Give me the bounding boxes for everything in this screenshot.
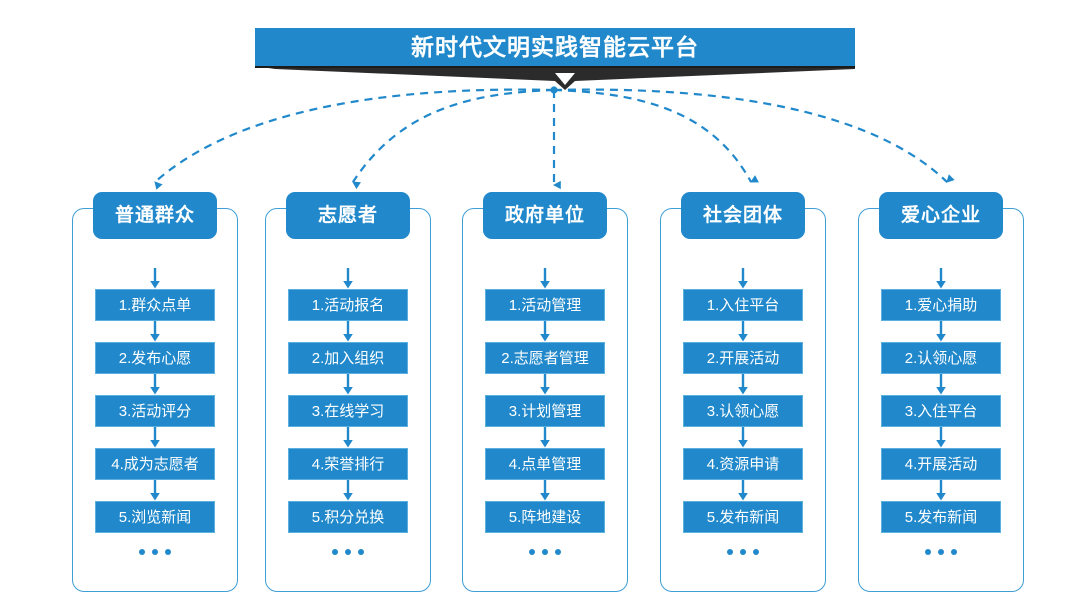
flow-item[interactable]: 4.荣誉排行 xyxy=(288,448,408,480)
dot xyxy=(753,549,759,555)
down-arrow-icon xyxy=(540,374,550,395)
down-arrow-icon xyxy=(540,321,550,342)
down-arrow-icon xyxy=(738,321,748,342)
dot xyxy=(332,549,338,555)
flow-item[interactable]: 5.阵地建设 xyxy=(485,501,605,533)
banner-ribbon-shadow xyxy=(255,66,855,90)
down-arrow-icon xyxy=(738,480,748,501)
column-group-4: 社会团体 1.入住平台 2.开展活动 3.认领心愿 4.资源申请 5.发布新闻 xyxy=(660,192,826,592)
dot xyxy=(951,549,957,555)
dot xyxy=(727,549,733,555)
flow-item[interactable]: 1.群众点单 xyxy=(95,289,215,321)
down-arrow-icon xyxy=(936,374,946,395)
flow-item[interactable]: 3.认领心愿 xyxy=(683,395,803,427)
column-header-1[interactable]: 普通群众 xyxy=(93,192,217,239)
flow-item[interactable]: 3.计划管理 xyxy=(485,395,605,427)
connector-to-col-5 xyxy=(553,88,955,183)
flow-item[interactable]: 1.活动报名 xyxy=(288,289,408,321)
down-arrow-icon xyxy=(540,427,550,448)
flow-item[interactable]: 4.资源申请 xyxy=(683,448,803,480)
column-group-2: 志愿者 1.活动报名 2.加入组织 3.在线学习 4.荣誉排行 5.积分兑换 xyxy=(265,192,431,592)
dot xyxy=(529,549,535,555)
column-group-5: 爱心企业 1.爱心捐助 2.认领心愿 3.入住平台 4.开展活动 5.发布新闻 xyxy=(858,192,1024,592)
banner-bar: 新时代文明实践智能云平台 xyxy=(255,28,855,66)
dot xyxy=(925,549,931,555)
down-arrow-icon xyxy=(936,427,946,448)
flow-item[interactable]: 1.入住平台 xyxy=(683,289,803,321)
flow-item[interactable]: 4.开展活动 xyxy=(881,448,1001,480)
more-indicator xyxy=(332,549,364,555)
column-header-4[interactable]: 社会团体 xyxy=(681,192,805,239)
down-arrow-icon xyxy=(343,480,353,501)
down-arrow-icon xyxy=(936,321,946,342)
flow-item[interactable]: 3.在线学习 xyxy=(288,395,408,427)
flow-item[interactable]: 5.发布新闻 xyxy=(683,501,803,533)
flow-item[interactable]: 1.爱心捐助 xyxy=(881,289,1001,321)
flow-item[interactable]: 2.志愿者管理 xyxy=(485,342,605,374)
dot xyxy=(139,549,145,555)
platform-banner: 新时代文明实践智能云平台 xyxy=(255,28,855,90)
down-arrow-icon xyxy=(936,480,946,501)
column-header-2[interactable]: 志愿者 xyxy=(286,192,410,239)
connector-to-col-1 xyxy=(154,88,555,190)
column-items: 1.活动管理 2.志愿者管理 3.计划管理 4.点单管理 5.阵地建设 xyxy=(462,268,628,555)
column-header-label: 普通群众 xyxy=(114,205,195,226)
column-header-5[interactable]: 爱心企业 xyxy=(879,192,1003,239)
flow-item[interactable]: 2.开展活动 xyxy=(683,342,803,374)
down-arrow-icon xyxy=(343,268,353,289)
down-arrow-icon xyxy=(150,427,160,448)
column-header-label: 志愿者 xyxy=(317,205,378,226)
column-items: 1.爱心捐助 2.认领心愿 3.入住平台 4.开展活动 5.发布新闻 xyxy=(858,268,1024,555)
dot xyxy=(740,549,746,555)
flow-item[interactable]: 5.发布新闻 xyxy=(881,501,1001,533)
flow-item[interactable]: 2.加入组织 xyxy=(288,342,408,374)
column-items: 1.入住平台 2.开展活动 3.认领心愿 4.资源申请 5.发布新闻 xyxy=(660,268,826,555)
column-header-3[interactable]: 政府单位 xyxy=(483,192,607,239)
down-arrow-icon xyxy=(343,427,353,448)
dot xyxy=(345,549,351,555)
column-header-label: 爱心企业 xyxy=(900,205,981,226)
flow-item[interactable]: 2.发布心愿 xyxy=(95,342,215,374)
column-group-3: 政府单位 1.活动管理 2.志愿者管理 3.计划管理 4.点单管理 5.阵地建设 xyxy=(462,192,628,592)
down-arrow-icon xyxy=(936,268,946,289)
flow-item[interactable]: 4.点单管理 xyxy=(485,448,605,480)
column-items: 1.群众点单 2.发布心愿 3.活动评分 4.成为志愿者 5.浏览新闻 xyxy=(72,268,238,555)
flow-item[interactable]: 3.入住平台 xyxy=(881,395,1001,427)
down-arrow-icon xyxy=(150,268,160,289)
down-arrow-icon xyxy=(738,427,748,448)
more-indicator xyxy=(727,549,759,555)
flow-item[interactable]: 3.活动评分 xyxy=(95,395,215,427)
dot xyxy=(938,549,944,555)
down-arrow-icon xyxy=(540,480,550,501)
flow-item[interactable]: 4.成为志愿者 xyxy=(95,448,215,480)
column-group-1: 普通群众 1.群众点单 2.发布心愿 3.活动评分 4.成为志愿者 5.浏览新闻 xyxy=(72,192,238,592)
column-items: 1.活动报名 2.加入组织 3.在线学习 4.荣誉排行 5.积分兑换 xyxy=(265,268,431,555)
more-indicator xyxy=(139,549,171,555)
down-arrow-icon xyxy=(343,321,353,342)
flow-item[interactable]: 5.积分兑换 xyxy=(288,501,408,533)
dot xyxy=(358,549,364,555)
connector-to-col-2 xyxy=(352,88,555,190)
dot xyxy=(165,549,171,555)
flow-item[interactable]: 2.认领心愿 xyxy=(881,342,1001,374)
more-indicator xyxy=(925,549,957,555)
column-header-label: 社会团体 xyxy=(702,205,783,226)
dot xyxy=(555,549,561,555)
down-arrow-icon xyxy=(150,374,160,395)
down-arrow-icon xyxy=(738,374,748,395)
down-arrow-icon xyxy=(738,268,748,289)
down-arrow-icon xyxy=(150,480,160,501)
flow-item[interactable]: 5.浏览新闻 xyxy=(95,501,215,533)
down-arrow-icon xyxy=(343,374,353,395)
connector-to-col-4 xyxy=(553,88,759,183)
more-indicator xyxy=(529,549,561,555)
dot xyxy=(152,549,158,555)
banner-title: 新时代文明实践智能云平台 xyxy=(411,33,699,60)
flow-item[interactable]: 1.活动管理 xyxy=(485,289,605,321)
dot xyxy=(542,549,548,555)
column-header-label: 政府单位 xyxy=(504,205,585,226)
down-arrow-icon xyxy=(150,321,160,342)
down-arrow-icon xyxy=(540,268,550,289)
